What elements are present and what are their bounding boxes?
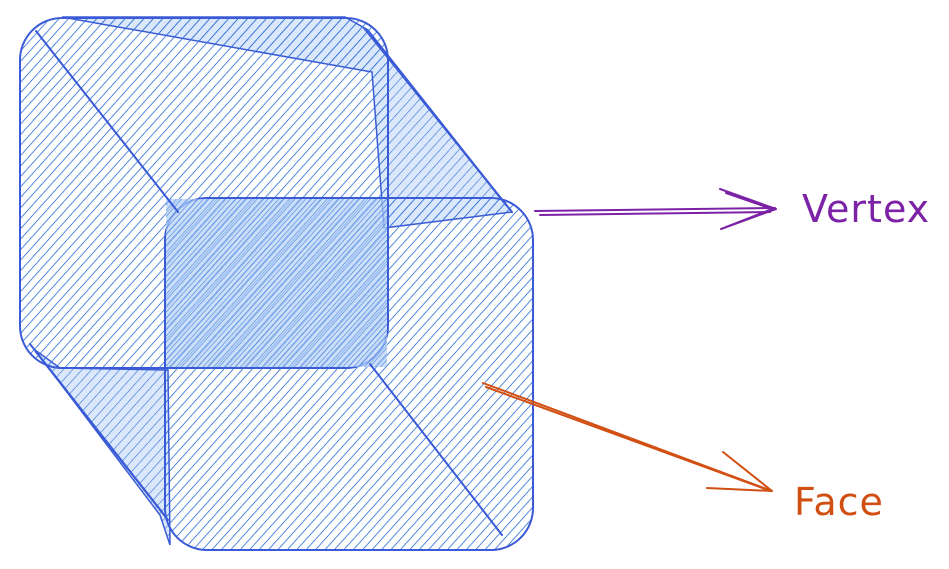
- overlap-region: [166, 199, 387, 367]
- edge-back-top-left: [35, 30, 179, 213]
- face-label: Face: [794, 480, 884, 524]
- vertex-arrow-shaft: [534, 207, 776, 212]
- vertex-arrow-head-2: [725, 192, 773, 228]
- face-arrow-head: [706, 451, 773, 492]
- bottom-side-face: [34, 349, 171, 546]
- vertex-label: Vertex: [802, 187, 931, 231]
- vertex-arrow: [534, 188, 777, 230]
- vertex-arrow-shaft-2: [539, 211, 771, 216]
- face-arrow: [482, 382, 773, 492]
- edge-bottom-left-2: [29, 343, 163, 513]
- edge-front-bottom-right: [369, 363, 503, 536]
- cube-edges: [29, 27, 513, 536]
- face-arrow-shaft-2: [485, 386, 769, 491]
- edge-top-right-2: [371, 35, 507, 206]
